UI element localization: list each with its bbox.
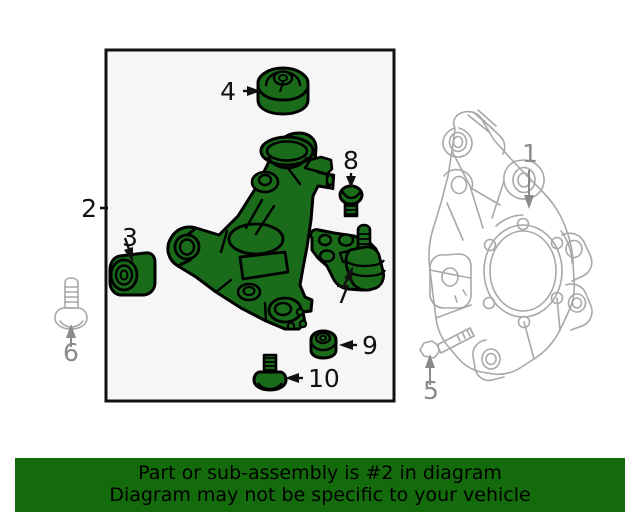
callout-8-arrow [346,173,356,188]
callout-6-arrow [66,324,76,347]
ball-joint-7-highlight [309,223,386,292]
callout-10-label: 10 [308,364,340,393]
callout-1-label: 1 [522,139,538,168]
callout-7-arrow [341,266,353,289]
steering-knuckle-ghost [428,109,593,382]
callout-6-label: 6 [63,338,79,367]
bolt-5-ghost [419,327,475,359]
callout-9-arrow [339,340,357,350]
callout-3-label: 3 [122,223,138,252]
callout-4-arrow [243,86,261,96]
bushing-3-highlight [108,251,157,297]
callout-8-label: 8 [343,146,359,175]
bolt-10-highlight [252,353,288,392]
callout-5-label: 5 [423,376,439,405]
bolt-6-ghost [54,277,88,330]
callout-10-arrow [285,373,303,383]
callout-2-label: 2 [81,194,97,223]
callout-3-arrow [123,237,133,262]
bushing-4-highlight [256,66,310,116]
callout-1-arrow [524,170,534,209]
info-banner: Part or sub-assembly is #2 in diagram Di… [15,458,625,512]
info-banner-line-1: Part or sub-assembly is #2 in diagram [138,462,502,485]
control-arm-2-highlight [166,131,336,331]
info-banner-line-2: Diagram may not be specific to your vehi… [109,484,531,506]
nut-9-highlight [309,329,338,360]
callout-9-label: 9 [362,331,378,360]
callout-7-label: 7 [335,280,351,309]
callout-4-label: 4 [220,77,236,106]
callout-5-arrow [425,354,435,385]
